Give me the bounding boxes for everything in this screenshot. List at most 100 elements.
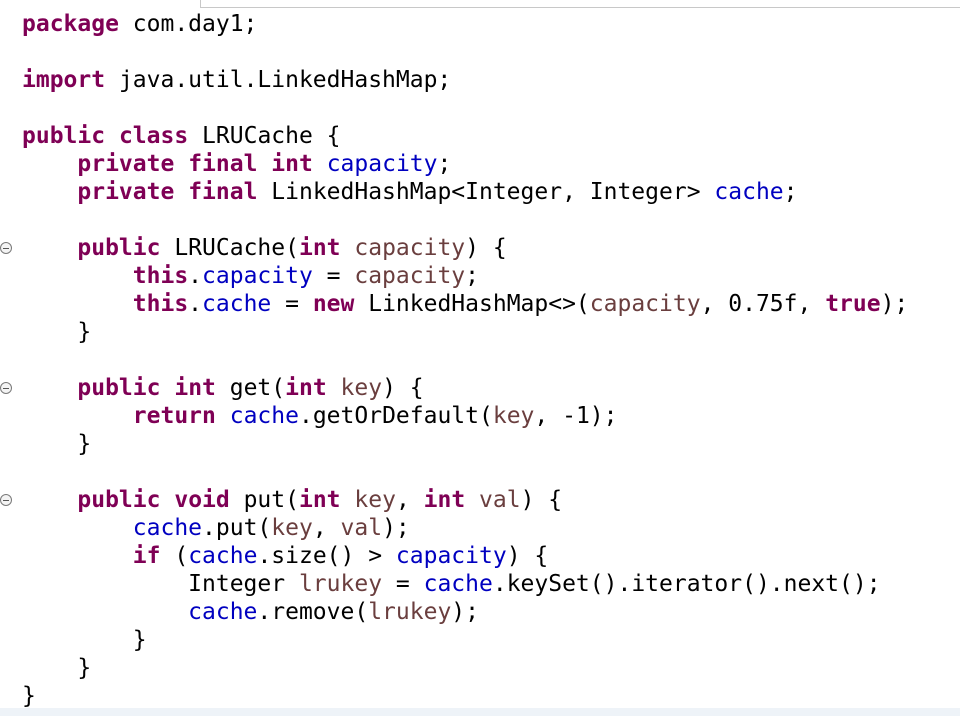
- field-token: cache: [202, 291, 272, 317]
- code-token: LRUCache(: [160, 235, 299, 261]
- field-token: cache: [188, 599, 258, 625]
- code-line[interactable]: private final int capacity;: [22, 150, 451, 178]
- code-token: com.day1;: [118, 11, 258, 37]
- code-token: [160, 375, 174, 401]
- keyword-token: int: [174, 375, 216, 401]
- editor-bottom-strip: [0, 708, 960, 716]
- code-token: ;: [783, 179, 798, 205]
- keyword-token: import: [22, 67, 106, 93]
- code-token: LRUCache {: [188, 123, 341, 149]
- code-token: }: [22, 627, 147, 653]
- code-token: ;: [465, 263, 479, 289]
- code-line[interactable]: if (cache.size() > capacity) {: [22, 542, 548, 570]
- code-token: }: [22, 319, 92, 345]
- variable-token: lrukey: [368, 599, 452, 625]
- collapse-circle-icon[interactable]: [0, 242, 12, 254]
- code-token: , 0.75f,: [700, 291, 826, 317]
- code-token: [22, 515, 133, 541]
- keyword-token: private: [77, 151, 175, 177]
- code-line[interactable]: package com.day1;: [22, 10, 257, 38]
- keyword-token: int: [298, 487, 341, 513]
- keyword-token: int: [298, 235, 341, 261]
- code-token: [174, 151, 188, 177]
- code-line[interactable]: cache.put(key, val);: [22, 514, 410, 542]
- code-token: ) {: [506, 543, 549, 569]
- code-line[interactable]: }: [22, 626, 147, 654]
- code-token: ,: [395, 487, 424, 513]
- keyword-token: new: [312, 291, 355, 317]
- field-token: capacity: [326, 151, 438, 177]
- code-line[interactable]: private final LinkedHashMap<Integer, Int…: [22, 178, 798, 206]
- code-token: .: [188, 263, 203, 289]
- code-token: [22, 403, 133, 429]
- keyword-token: int: [285, 375, 327, 401]
- variable-token: capacity: [589, 291, 701, 317]
- code-token: ,: [312, 515, 341, 541]
- code-line[interactable]: }: [22, 654, 91, 682]
- field-token: cache: [188, 543, 258, 569]
- code-line[interactable]: this.cache = new LinkedHashMap<>(capacit…: [22, 290, 909, 318]
- code-token: }: [22, 655, 92, 681]
- editor-top-border: [200, 0, 960, 8]
- code-line[interactable]: public void put(int key, int val) {: [22, 486, 562, 514]
- keyword-token: package: [22, 11, 119, 37]
- field-token: capacity: [395, 543, 507, 569]
- code-token: [341, 235, 355, 261]
- code-line[interactable]: }: [22, 318, 91, 346]
- code-token: [105, 123, 119, 149]
- variable-token: key: [492, 403, 535, 429]
- code-token: .put(: [202, 515, 272, 541]
- code-line[interactable]: return cache.getOrDefault(key, -1);: [22, 402, 618, 430]
- collapse-circle-icon[interactable]: [0, 382, 12, 394]
- keyword-token: public: [22, 123, 106, 149]
- code-token: [22, 543, 133, 569]
- keyword-token: final: [188, 151, 258, 177]
- code-token: [216, 403, 230, 429]
- variable-token: val: [479, 487, 521, 513]
- code-line[interactable]: import java.util.LinkedHashMap;: [22, 66, 451, 94]
- field-token: cache: [229, 403, 299, 429]
- variable-token: capacity: [354, 263, 466, 289]
- keyword-token: this: [132, 263, 189, 289]
- code-line[interactable]: public int get(int key) {: [22, 374, 423, 402]
- code-token: [174, 179, 188, 205]
- code-line[interactable]: cache.remove(lrukey);: [22, 598, 479, 626]
- code-token: );: [451, 599, 479, 625]
- collapse-circle-icon[interactable]: [0, 494, 12, 506]
- code-token: [22, 263, 133, 289]
- keyword-token: int: [271, 151, 313, 177]
- code-token: );: [880, 291, 909, 317]
- code-line[interactable]: public LRUCache(int capacity) {: [22, 234, 506, 262]
- code-token: , -1);: [534, 403, 618, 429]
- code-token: );: [382, 515, 410, 541]
- code-line[interactable]: }: [22, 682, 36, 710]
- code-token: [257, 151, 271, 177]
- code-token: LinkedHashMap<>(: [354, 291, 590, 317]
- keyword-token: int: [423, 487, 466, 513]
- field-token: cache: [423, 571, 493, 597]
- code-token: java.util.LinkedHashMap;: [105, 67, 452, 93]
- keyword-token: if: [132, 543, 161, 569]
- code-token: =: [271, 291, 313, 317]
- code-line[interactable]: this.capacity = capacity;: [22, 262, 479, 290]
- code-token: .getOrDefault(: [298, 403, 493, 429]
- field-token: cache: [132, 515, 203, 541]
- code-token: ;: [437, 151, 452, 177]
- variable-token: key: [340, 375, 383, 401]
- code-line[interactable]: Integer lrukey = cache.keySet().iterator…: [22, 570, 880, 598]
- keyword-token: final: [188, 179, 258, 205]
- code-line[interactable]: public class LRUCache {: [22, 122, 341, 150]
- variable-token: lrukey: [298, 571, 383, 597]
- code-token: LinkedHashMap<Integer, Integer>: [257, 179, 715, 205]
- keyword-token: this: [132, 291, 189, 317]
- code-token: .remove(: [257, 599, 369, 625]
- code-token: [22, 599, 188, 625]
- code-token: =: [382, 571, 424, 597]
- code-line[interactable]: }: [22, 430, 91, 458]
- code-token: =: [312, 263, 355, 289]
- code-token: }: [22, 683, 36, 709]
- code-token: }: [22, 431, 92, 457]
- code-token: Integer: [22, 571, 299, 597]
- keyword-token: public: [77, 375, 161, 401]
